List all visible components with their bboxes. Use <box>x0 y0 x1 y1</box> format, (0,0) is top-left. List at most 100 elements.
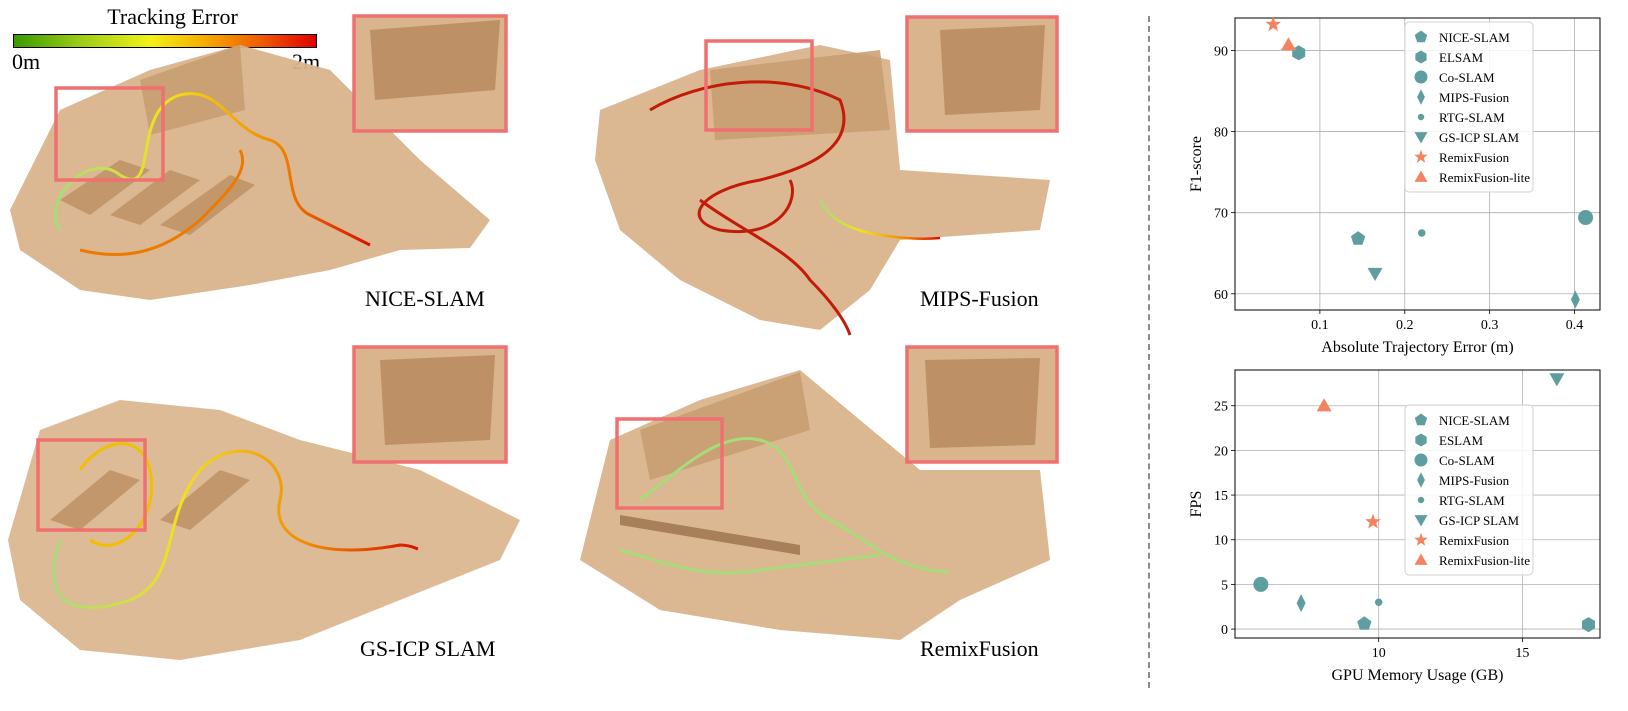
legend-frame <box>1404 21 1534 193</box>
legend-label-nice-slam: NICE-SLAM <box>1439 413 1510 428</box>
legend-label-co-slam: Co-SLAM <box>1439 70 1495 85</box>
plot-frame <box>1234 369 1601 639</box>
highlight-box <box>54 86 165 182</box>
legend-label-mips-fusion: MIPS-Fusion <box>1439 90 1510 105</box>
legend-marker-elsam <box>1415 50 1427 64</box>
trajectory-secondary <box>619 548 881 575</box>
point-remixfusion <box>1365 513 1381 529</box>
y-tick-label: 15 <box>1214 489 1228 504</box>
plot-frame <box>1234 17 1601 311</box>
y-tick-label: 60 <box>1214 288 1228 303</box>
legend-label-co-slam: Co-SLAM <box>1439 453 1495 468</box>
point-rtg-slam <box>1417 229 1426 237</box>
legend-label-gs-icp-slam: GS-ICP SLAM <box>1439 130 1520 145</box>
legend-marker-nice-slam <box>1414 413 1428 426</box>
y-tick-label: 5 <box>1221 578 1228 593</box>
point-rtg-slam <box>1374 598 1383 607</box>
trajectory <box>53 92 371 247</box>
legend-marker-mips-fusion <box>1417 472 1425 488</box>
legend-label-eslam: ESLAM <box>1439 433 1484 448</box>
x-axis-label: GPU Memory Usage (GB) <box>1332 667 1504 684</box>
panel-label-gs-icp-slam: GS-ICP SLAM <box>360 636 496 661</box>
point-remixfusion <box>1265 16 1281 32</box>
legend-marker-eslam <box>1415 433 1427 447</box>
point-co-slam <box>1253 576 1269 592</box>
colorbar-min-label: 0m <box>12 49 41 74</box>
legend-label-remixfusion-lite: RemixFusion-lite <box>1439 553 1530 568</box>
legend-label-nice-slam: NICE-SLAM <box>1439 30 1510 45</box>
scene-mips-fusion <box>595 15 1059 336</box>
trajectory <box>52 449 419 609</box>
legend-label-rtg-slam: RTG-SLAM <box>1439 110 1505 125</box>
y-tick-label: 70 <box>1214 207 1228 222</box>
panel-label-remixfusion: RemixFusion <box>920 636 1039 661</box>
legend-marker-mips-fusion <box>1417 89 1425 105</box>
legend: NICE-SLAM ELSAM Co-SLAM MIPS-FusionRTG-SLAM… <box>1404 21 1534 193</box>
y-axis-label: FPS <box>1188 491 1205 518</box>
inset-detail <box>370 20 500 100</box>
inset-detail <box>925 358 1040 448</box>
trajectory-secondary <box>79 149 245 256</box>
inset-detail <box>380 355 495 445</box>
legend: NICE-SLAMESLAMCo-SLAMMIPS-FusionRTG-SLAM… <box>1404 404 1534 576</box>
point-remixfusion-lite <box>1280 37 1296 51</box>
x-tick-label: 0.1 <box>1311 318 1329 333</box>
point-gs-icp-slam <box>1367 267 1383 281</box>
point-co-slam <box>1578 210 1594 226</box>
point-eslam <box>1582 617 1595 633</box>
legend-label-gs-icp-slam: GS-ICP SLAM <box>1439 513 1520 528</box>
trajectory-secondary <box>699 198 852 336</box>
legend-marker-rtg-slam <box>1417 113 1425 121</box>
legend-marker-remixfusion-lite <box>1414 170 1428 182</box>
colorbar-title: Tracking Error <box>107 4 238 29</box>
colorbar-gradient <box>13 34 317 48</box>
y-tick-label: 25 <box>1214 400 1228 415</box>
x-tick-label: 0.4 <box>1566 318 1584 333</box>
x-tick-label: 10 <box>1372 646 1386 661</box>
point-mips-fusion <box>1570 290 1580 309</box>
legend-label-elsam: ELSAM <box>1439 50 1484 65</box>
legend-marker-remixfusion <box>1414 532 1428 546</box>
trajectory <box>649 80 846 233</box>
x-tick-label: 0.3 <box>1481 318 1499 333</box>
point-gs-icp-slam <box>1549 373 1565 387</box>
scene-remixfusion <box>580 345 1059 640</box>
x-tick-label: 15 <box>1515 646 1529 661</box>
y-tick-label: 90 <box>1214 44 1228 59</box>
mesh-beam <box>620 515 800 555</box>
legend-marker-gs-icp-slam <box>1414 515 1428 527</box>
mesh-wall <box>140 45 245 135</box>
reconstruction-panels <box>8 14 1059 660</box>
point-remixfusion-lite <box>1316 398 1332 412</box>
y-tick-label: 10 <box>1214 534 1228 549</box>
legend-frame <box>1404 404 1534 576</box>
legend-marker-co-slam <box>1414 70 1428 84</box>
y-axis-label: F1-score <box>1188 136 1205 192</box>
mesh-shape <box>8 400 520 660</box>
trajectory-tail <box>818 199 941 241</box>
point-mips-fusion <box>1296 594 1306 613</box>
point-nice-slam <box>1357 616 1372 630</box>
y-tick-label: 0 <box>1221 623 1228 638</box>
highlight-box <box>704 39 814 132</box>
x-axis-label: Absolute Trajectory Error (m) <box>1321 339 1513 356</box>
panel-label-mips-fusion: MIPS-Fusion <box>920 286 1039 311</box>
trajectory <box>639 437 949 574</box>
scene-gs-icp-slam <box>8 345 520 660</box>
highlight-box <box>615 417 724 510</box>
mesh-shape <box>10 45 490 300</box>
dashed-divider <box>1148 16 1150 688</box>
mesh-wall <box>640 372 810 480</box>
legend-label-remixfusion: RemixFusion <box>1439 150 1510 165</box>
legend-label-mips-fusion: MIPS-Fusion <box>1439 473 1510 488</box>
trajectory-secondary <box>78 442 153 547</box>
point-elsam <box>1292 45 1306 61</box>
legend-label-remixfusion: RemixFusion <box>1439 533 1510 548</box>
y-tick-label: 20 <box>1214 444 1228 459</box>
panel-label-nice-slam: NICE-SLAM <box>365 286 485 311</box>
point-nice-slam <box>1350 231 1366 245</box>
mesh-tables <box>50 470 250 530</box>
legend-marker-gs-icp-slam <box>1414 132 1428 144</box>
